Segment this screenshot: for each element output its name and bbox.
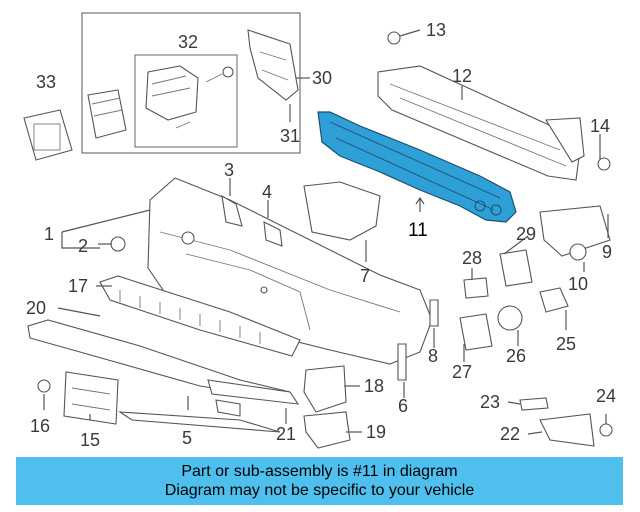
callout-labels: 1 2 3 4 5 6 7 8 9 10 11 12 13 14 15 16 1… [26, 20, 616, 450]
callout-7: 7 [360, 266, 370, 286]
callout-26: 26 [506, 346, 526, 366]
callout-18: 18 [364, 376, 384, 396]
callout-12: 12 [452, 66, 472, 86]
callout-9: 9 [602, 242, 612, 262]
callout-17: 17 [68, 276, 88, 296]
part-15-plate-bracket [63, 371, 119, 425]
callout-11: 11 [408, 220, 428, 241]
callout-20: 20 [26, 298, 46, 318]
callout-31: 31 [280, 126, 300, 146]
callout-6: 6 [398, 396, 408, 416]
callout-2: 2 [78, 236, 88, 256]
callout-1: 1 [44, 224, 54, 244]
callout-15: 15 [80, 430, 100, 450]
part-33-fog-light [23, 109, 73, 161]
callout-30: 30 [312, 68, 332, 88]
callout-10: 10 [568, 274, 588, 294]
callout-19: 19 [366, 422, 386, 442]
callout-8: 8 [428, 346, 438, 366]
callout-14: 14 [590, 116, 610, 136]
callout-23: 23 [480, 392, 500, 412]
inset-box [81, 12, 301, 154]
parts-diagram: 1 2 3 4 5 6 7 8 9 10 11 12 13 14 15 16 1… [23, 12, 616, 450]
part-5-21-trim-strips [117, 379, 300, 433]
part-11-energy-absorber [317, 111, 517, 223]
callout-22: 22 [500, 424, 520, 444]
info-banner: Part or sub-assembly is #11 in diagram D… [16, 457, 623, 505]
callout-29: 29 [516, 224, 536, 244]
callout-13: 13 [426, 20, 446, 40]
callout-33: 33 [36, 72, 56, 92]
callout-25: 25 [556, 334, 576, 354]
misc-parts [37, 31, 613, 449]
callout-21: 21 [276, 424, 296, 444]
callout-28: 28 [462, 248, 482, 268]
part-17-lower-grille [99, 275, 301, 357]
callout-16: 16 [30, 416, 50, 436]
banner-line-2: Diagram may not be specific to your vehi… [164, 482, 475, 499]
leader-lines [43, 29, 609, 435]
callout-24: 24 [596, 386, 616, 406]
callout-27: 27 [452, 362, 472, 382]
callout-3: 3 [224, 160, 234, 180]
part-12-impact-bar [377, 65, 585, 181]
banner-line-1: Part or sub-assembly is #11 in diagram [181, 463, 458, 480]
callout-4: 4 [262, 182, 272, 202]
callout-32: 32 [178, 32, 198, 52]
callout-5: 5 [182, 428, 192, 448]
